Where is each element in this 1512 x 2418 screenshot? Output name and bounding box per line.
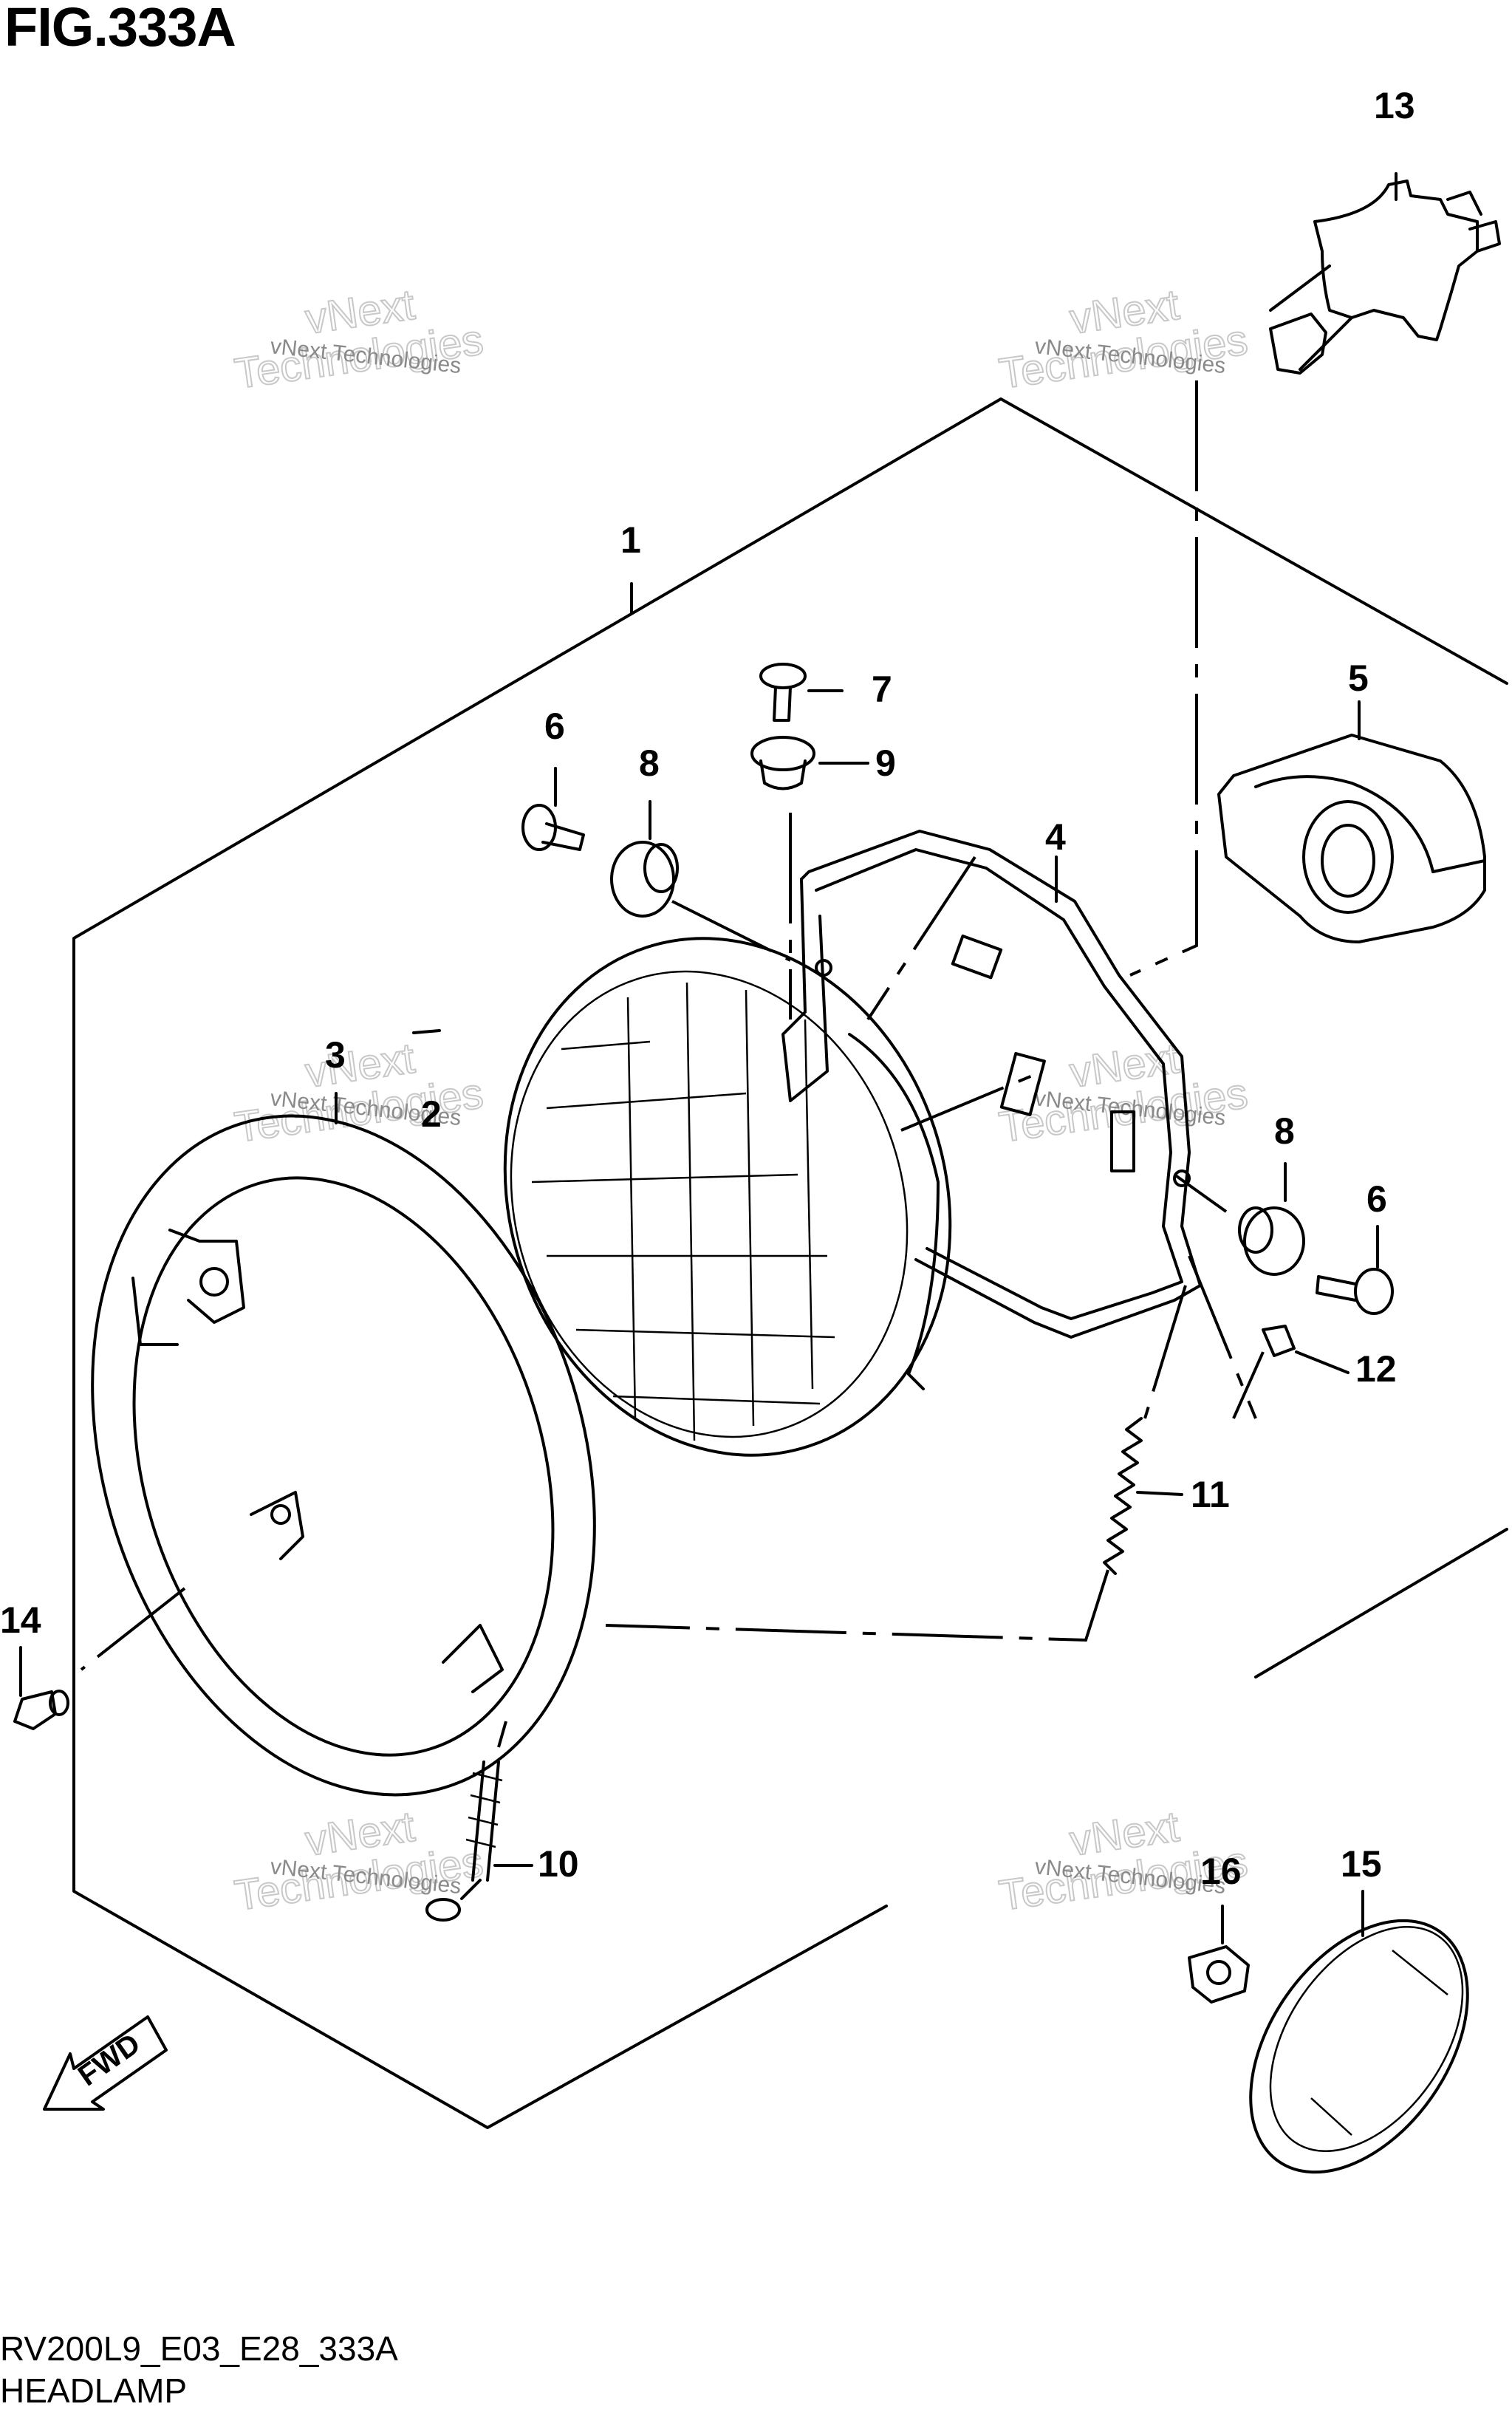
- callout-12: 12: [1355, 1348, 1397, 1390]
- grommet-part-9: [750, 736, 815, 790]
- callout-5: 5: [1348, 658, 1369, 699]
- bolt-part-14: [13, 1690, 69, 1730]
- screw-part-6-left: [521, 804, 585, 851]
- nut-part-12: [1262, 1325, 1296, 1357]
- callout-14: 14: [0, 1599, 41, 1641]
- spring-part-11: [1103, 1417, 1143, 1575]
- cushion-part-8-left: [610, 841, 679, 918]
- callout-2: 2: [421, 1093, 442, 1135]
- screw-part-10: [425, 1760, 503, 1922]
- callout-8-left: 8: [639, 742, 660, 784]
- callout-1: 1: [620, 519, 641, 561]
- watermark-group: vNext Technologies vNext Technologies vN…: [231, 280, 1251, 1921]
- bracket-part-4: [781, 830, 1202, 1339]
- bulb-part-13: [1269, 180, 1501, 375]
- screw-part-7: [759, 663, 807, 722]
- figure-title: FIG.333A: [4, 0, 236, 58]
- callout-6-left: 6: [544, 706, 565, 747]
- callout-7: 7: [872, 669, 892, 710]
- callout-11: 11: [1191, 1474, 1230, 1515]
- forward-direction-arrow: FWD: [43, 2015, 168, 2111]
- callout-6-right: 6: [1366, 1178, 1387, 1220]
- callout-13: 13: [1374, 85, 1415, 126]
- diagram-caption: HEADLAMP: [0, 2371, 188, 2410]
- callout-8-right: 8: [1274, 1110, 1295, 1152]
- callout-15: 15: [1341, 1843, 1382, 1885]
- cushion-part-8-right: [1238, 1206, 1305, 1276]
- socket-cover-part-5: [1217, 734, 1486, 943]
- nut-part-16: [1188, 1945, 1250, 2004]
- headlamp-unit-part-2: [503, 937, 952, 1457]
- callout-4: 4: [1045, 816, 1066, 858]
- leader-lines: [19, 172, 1398, 1944]
- alignment-lines: [80, 380, 1265, 1748]
- screw-part-6-right: [1316, 1268, 1394, 1315]
- callout-16: 16: [1200, 1851, 1242, 1892]
- diagram-code: RV200L9_E03_E28_333A: [0, 2329, 398, 2368]
- callout-9: 9: [875, 742, 896, 784]
- assembly-boundary-outline: [72, 397, 1508, 2129]
- callout-labels: 1 2 3 4 5 6 6 7 8 8 9 10 11 12 13 14 15 …: [0, 85, 1415, 1892]
- callout-10: 10: [538, 1843, 579, 1885]
- reflector-part-15: [1249, 1919, 1469, 2174]
- rim-part-3: [91, 1114, 596, 1797]
- callout-3: 3: [325, 1034, 346, 1076]
